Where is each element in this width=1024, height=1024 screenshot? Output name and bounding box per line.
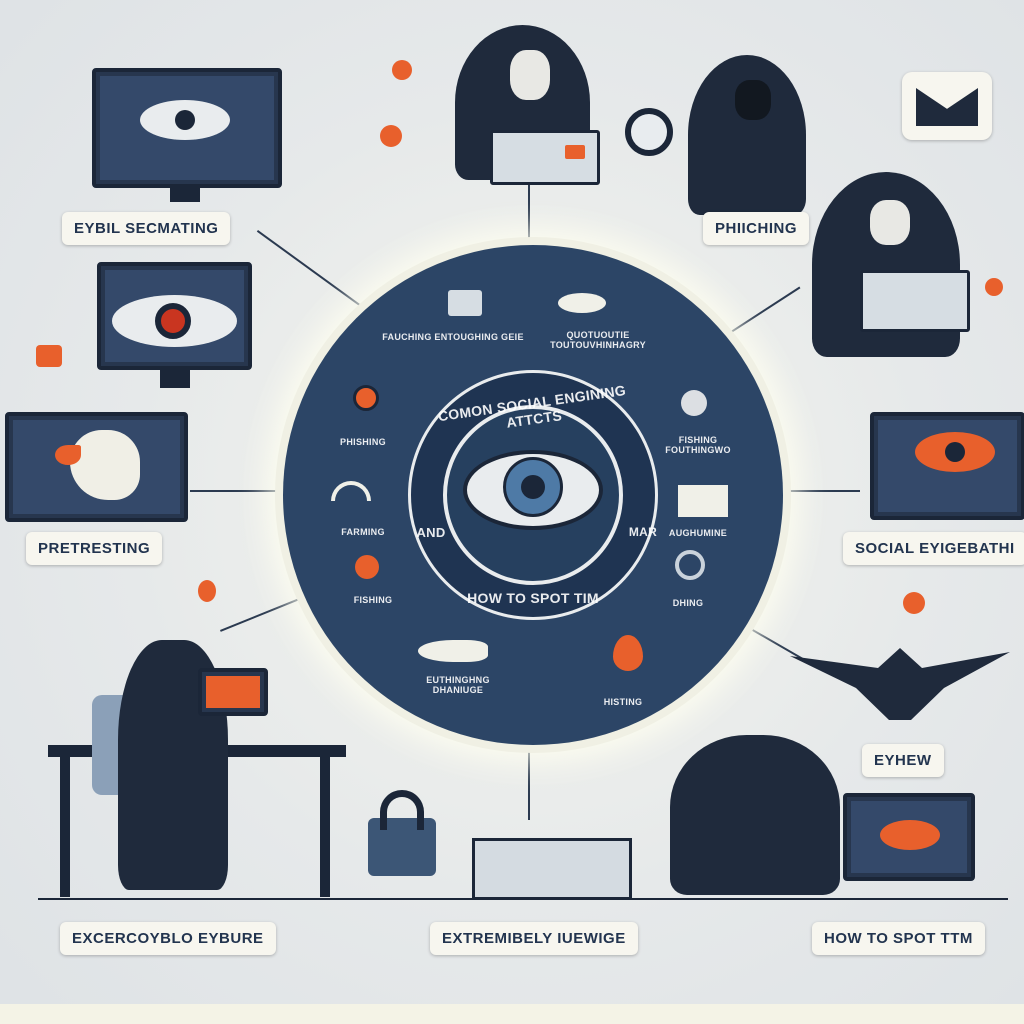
ring-label: DHING: [672, 598, 704, 608]
beak: [55, 445, 81, 465]
drop-icon: [613, 635, 643, 671]
ring-label: QUOTUOUTIE TOUTOUVHINHAGRY: [550, 330, 646, 350]
ring-label: FAUCHING ENTOUGHING GEIE: [382, 332, 524, 342]
ring-label: FARMING: [341, 527, 385, 537]
decor-icon: [392, 60, 412, 80]
decor-icon: [198, 580, 216, 602]
ground-line: [38, 898, 1008, 900]
central-diagram: COMON SOCIAL ENGINING ATTCTS AND MAR HOW…: [283, 245, 783, 745]
padlock-icon: [448, 290, 482, 316]
desk-leg: [60, 757, 70, 897]
eye-icon: [880, 820, 940, 850]
laptop: [860, 270, 970, 332]
desk-leg: [320, 757, 330, 897]
pupil: [155, 303, 191, 339]
label-top-right: PHIICHING: [703, 212, 810, 245]
magnifying-glass-icon: [625, 108, 673, 156]
alert-icon: [355, 555, 379, 579]
ring-label: AUGHUMINE: [668, 528, 728, 538]
title-line-4: HOW TO SPOT TIM: [467, 590, 599, 606]
fish-icon: [418, 640, 488, 662]
central-pupil: [521, 475, 545, 499]
skull-icon: [681, 390, 707, 416]
face: [870, 200, 910, 245]
magnifier-icon: [353, 385, 379, 411]
decor-icon: [380, 125, 402, 147]
ring-label: PHISHING: [340, 437, 386, 447]
hook-icon: [675, 550, 705, 580]
padlock-shackle: [380, 790, 424, 830]
wifi-icon: [331, 481, 371, 501]
monitor-stand: [170, 188, 200, 202]
ring-label: FISHING: [353, 595, 393, 605]
label-lower-right: EYHEW: [862, 744, 944, 777]
label-bottom-left: EXCERCOYBLO EYBURE: [60, 922, 276, 955]
title-line-2: AND: [416, 525, 446, 540]
label-bottom-center: EXTREMIBELY IUEWIGE: [430, 922, 638, 955]
envelope-icon: [916, 88, 978, 126]
label-top-left: EYBIL SECMATING: [62, 212, 231, 245]
title-line-3: MAR: [628, 525, 658, 539]
connector-line: [190, 490, 290, 492]
watching-eye-icon: [558, 293, 606, 313]
decor-icon: [903, 592, 925, 614]
label-bottom-right: HOW TO SPOT TTM: [812, 922, 985, 955]
mask-face: [510, 50, 550, 100]
label-mid-left: PRETRESTING: [26, 532, 163, 565]
ring-label: EUTHINGHNG DHANIUGE: [426, 675, 490, 695]
pupil: [945, 442, 965, 462]
laptop-logo: [565, 145, 585, 159]
envelope-card: [902, 72, 992, 140]
label-mid-right: SOCIAL EYIGEBATHI: [843, 532, 1024, 565]
filing-cabinet: [472, 838, 632, 900]
eagle-icon: [70, 430, 140, 500]
envelope-icon: [678, 485, 728, 517]
decor-icon: [985, 278, 1003, 296]
ring-label: FISHING FOUTHINGWO: [665, 435, 731, 455]
connector-line: [770, 490, 860, 492]
desk-monitor: [198, 668, 268, 716]
hooded-hacker: [688, 55, 806, 215]
raven-illustration: [790, 648, 1010, 720]
pupil: [175, 110, 195, 130]
monitor-stand: [160, 370, 190, 388]
connector-line: [257, 230, 380, 320]
hacker-at-laptop: [670, 735, 840, 895]
masked-face: [735, 80, 771, 120]
decor-icon: [36, 345, 62, 367]
ring-label: HISTING: [603, 697, 643, 707]
